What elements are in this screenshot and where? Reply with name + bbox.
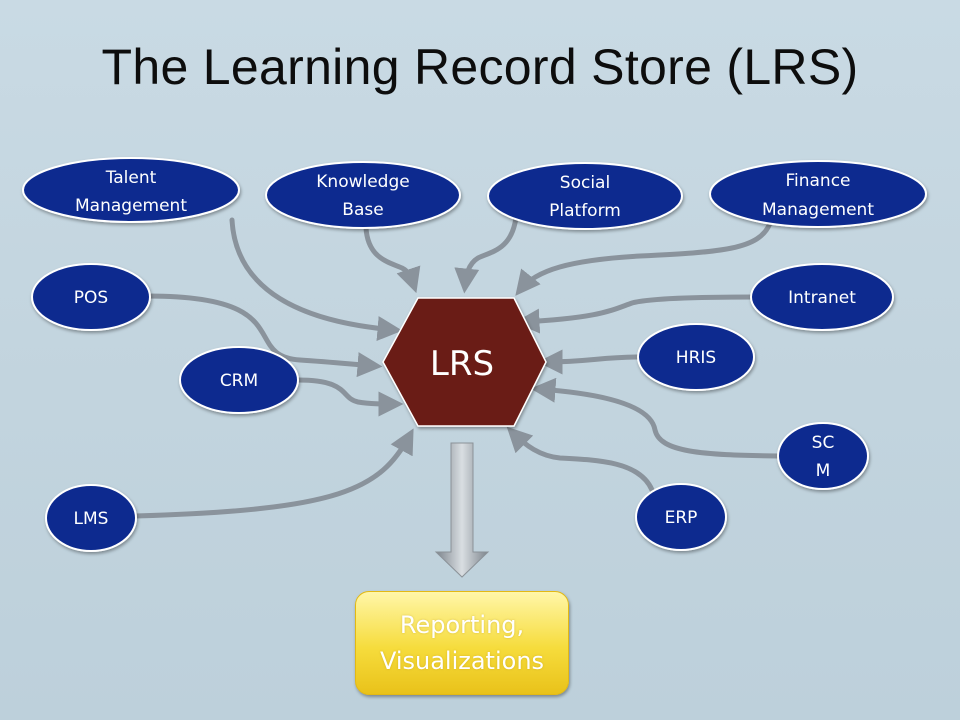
output-line1: Reporting, xyxy=(399,611,525,639)
node-intranet-label: Intranet xyxy=(788,288,856,308)
connector-erp xyxy=(506,426,655,493)
node-finance-management-line1: Finance xyxy=(785,171,850,191)
connector-crm xyxy=(295,377,404,417)
node-scm-line1: SC xyxy=(812,433,835,453)
output-line2: Visualizations xyxy=(379,647,545,675)
node-crm: CRM xyxy=(179,346,299,414)
node-lms-label: LMS xyxy=(74,509,109,529)
connector-knowledge-base xyxy=(363,225,421,294)
node-finance-management-line2: Management xyxy=(762,200,874,220)
connector-finance-management xyxy=(515,220,773,296)
connectors xyxy=(132,214,781,519)
node-knowledge-base-line1: Knowledge xyxy=(316,172,409,192)
node-hris-label: HRIS xyxy=(676,348,716,368)
node-social-platform-line1: Social xyxy=(560,173,610,193)
node-knowledge-base-line2: Base xyxy=(342,200,383,220)
node-pos: POS xyxy=(31,263,151,331)
lrs-hub-label: LRS xyxy=(430,344,494,384)
node-intranet: Intranet xyxy=(750,263,894,331)
node-talent-management: Talent Management xyxy=(22,157,240,223)
connector-lms xyxy=(132,428,414,519)
slide-title: The Learning Record Store (LRS) xyxy=(101,39,859,95)
connector-social-platform xyxy=(454,214,519,294)
connector-hris xyxy=(537,349,643,375)
node-scm: SC M xyxy=(777,422,869,490)
down-arrow xyxy=(434,442,490,578)
node-lms: LMS xyxy=(45,484,137,552)
node-pos-label: POS xyxy=(74,288,108,308)
node-social-platform-line2: Platform xyxy=(549,201,621,221)
lrs-hub: LRS xyxy=(382,297,547,427)
connector-scm xyxy=(530,377,781,459)
node-hris: HRIS xyxy=(637,323,755,391)
reporting-visualizations-box: Reporting, Visualizations xyxy=(355,591,569,695)
node-finance-management: Finance Management xyxy=(709,160,927,228)
connector-talent-management xyxy=(229,217,403,341)
node-scm-line2: M xyxy=(816,461,831,481)
node-knowledge-base: Knowledge Base xyxy=(265,161,461,229)
node-social-platform: Social Platform xyxy=(487,162,683,230)
node-talent-management-line2: Management xyxy=(75,196,187,216)
connector-intranet xyxy=(514,294,757,334)
node-erp-label: ERP xyxy=(665,508,698,528)
node-crm-label: CRM xyxy=(220,371,258,391)
node-talent-management-line1: Talent xyxy=(105,168,157,188)
node-erp: ERP xyxy=(635,483,727,551)
connector-pos xyxy=(145,293,383,378)
